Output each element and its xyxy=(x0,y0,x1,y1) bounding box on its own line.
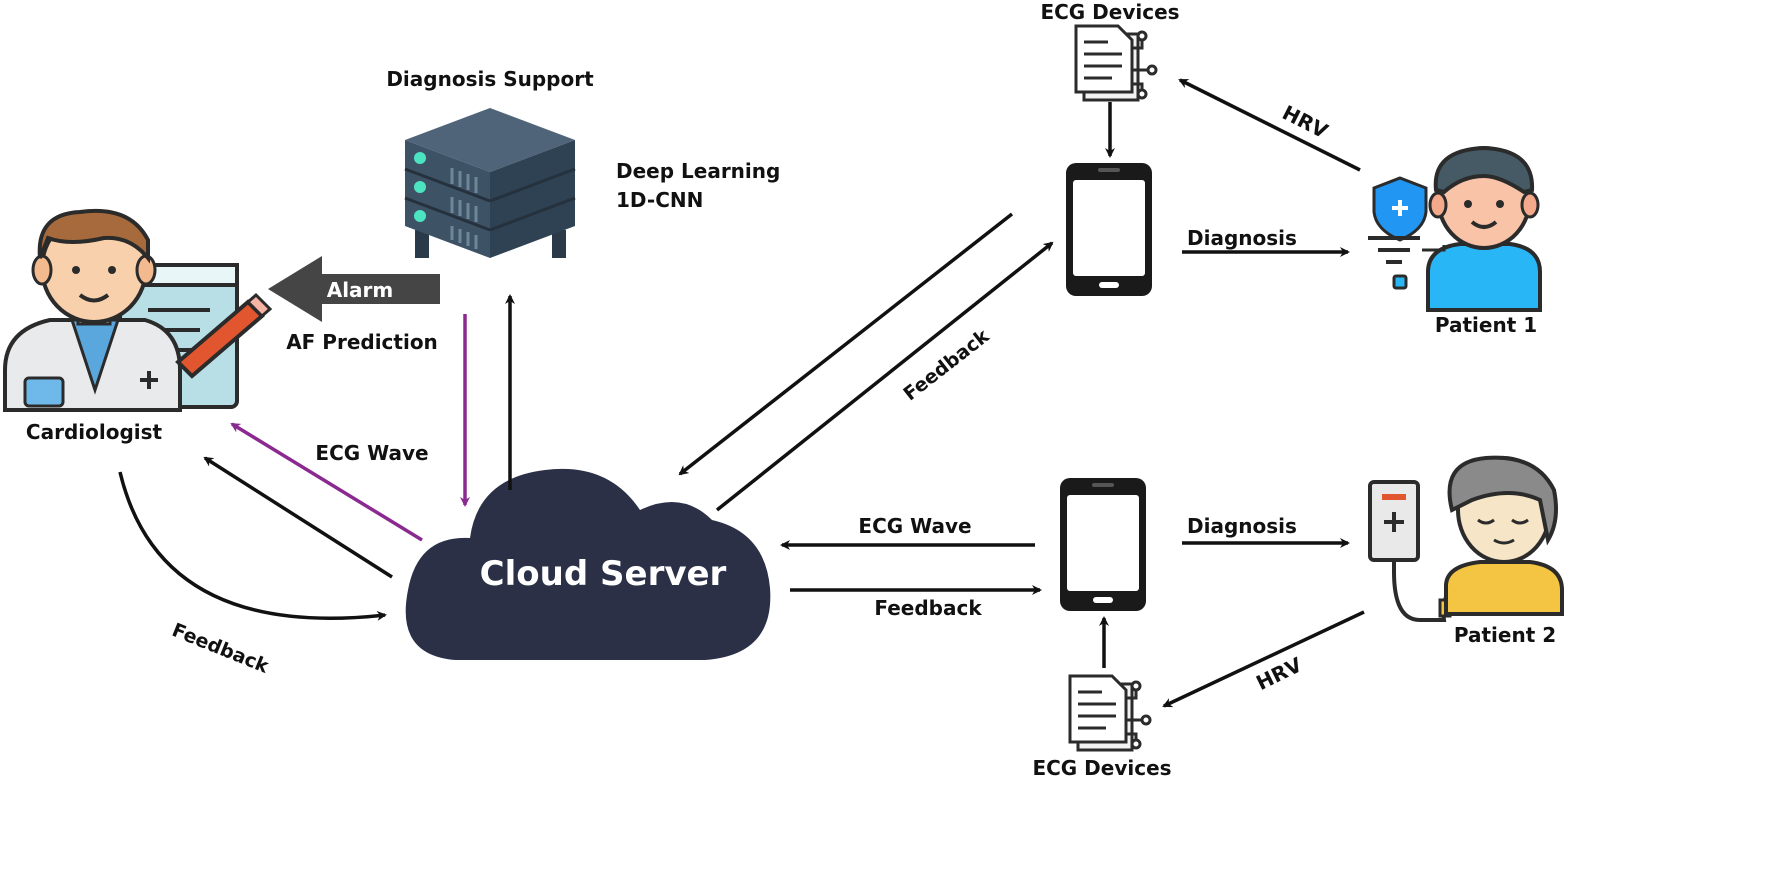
diagnosis-support-label: Diagnosis Support xyxy=(386,67,594,91)
arrow-patient1-to-ecgdevice xyxy=(1178,78,1361,172)
alarm-label: Alarm xyxy=(327,278,394,302)
cloud-server-shape xyxy=(405,468,771,660)
model-label: 1D-CNN xyxy=(616,188,703,212)
feedback-right-label: Feedback xyxy=(874,596,982,620)
arrow-patient2-to-ecgdevice xyxy=(1162,610,1365,708)
alarm-arrow xyxy=(268,256,440,322)
patient-icon xyxy=(1422,145,1542,312)
patient1-label: Patient 1 xyxy=(1435,313,1537,337)
diagnosis-bottom-label: Diagnosis xyxy=(1187,514,1297,538)
cardiologist-icon xyxy=(3,208,273,412)
arrow-cloud-to-cardiologist xyxy=(203,456,393,579)
arrow-cloud-to-phone1 xyxy=(715,241,1054,512)
arrow-ecg-wave-to-cardiologist xyxy=(230,422,423,542)
hrv-top-label: HRV xyxy=(1279,100,1333,143)
cardiologist-label: Cardiologist xyxy=(26,420,163,444)
af-prediction-label: AF Prediction xyxy=(286,330,438,354)
ecg-devices-top-label: ECG Devices xyxy=(1040,0,1179,24)
phone-icon xyxy=(1066,163,1152,296)
shield-icon xyxy=(1368,176,1428,290)
cloud-server-label: Cloud Server xyxy=(480,554,727,594)
patient-icon xyxy=(1444,455,1564,616)
ecg-devices-bottom-label: ECG Devices xyxy=(1032,756,1171,780)
deep-learning-label: Deep Learning xyxy=(616,159,780,183)
ecg-document-icon xyxy=(1068,674,1152,752)
feedback-left-label: Feedback xyxy=(169,619,272,678)
patient2-label: Patient 2 xyxy=(1454,623,1556,647)
ecg-wave-right-label: ECG Wave xyxy=(858,514,971,538)
server-icon xyxy=(404,108,576,258)
diagnosis-top-label: Diagnosis xyxy=(1187,226,1297,250)
phone-icon xyxy=(1060,478,1146,611)
feedback-diagonal-label: Feedback xyxy=(899,325,993,405)
hrv-bottom-label: HRV xyxy=(1252,652,1306,695)
ecg-document-icon xyxy=(1074,24,1158,102)
arrow-feedback-cardiologist-to-cloud xyxy=(118,471,387,621)
ecg-wave-left-label: ECG Wave xyxy=(315,441,428,465)
arrow-phone1-to-cloud xyxy=(678,212,1014,476)
